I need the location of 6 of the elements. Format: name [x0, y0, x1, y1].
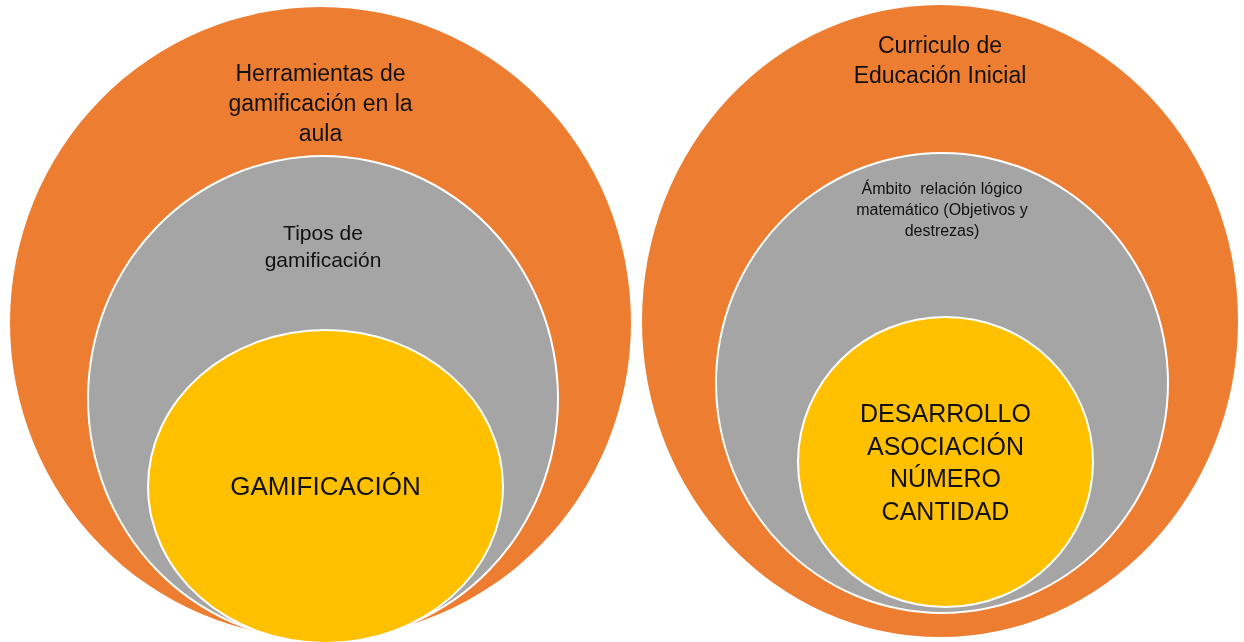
circle-label: GAMIFICACIÓN [229, 469, 422, 503]
circle-label: Curriculo de Educación Inicial [852, 31, 1028, 90]
circle-label: DESARROLLO ASOCIACIÓN NÚMERO CANTIDAD [859, 398, 1032, 527]
circle-label: Tipos de gamificación [263, 220, 383, 274]
circle-label: Herramientas de gamificación en la aula [227, 59, 414, 148]
circle-label: Ámbito relación lógico matemático (Objetivos y destrezas) [855, 179, 1029, 241]
